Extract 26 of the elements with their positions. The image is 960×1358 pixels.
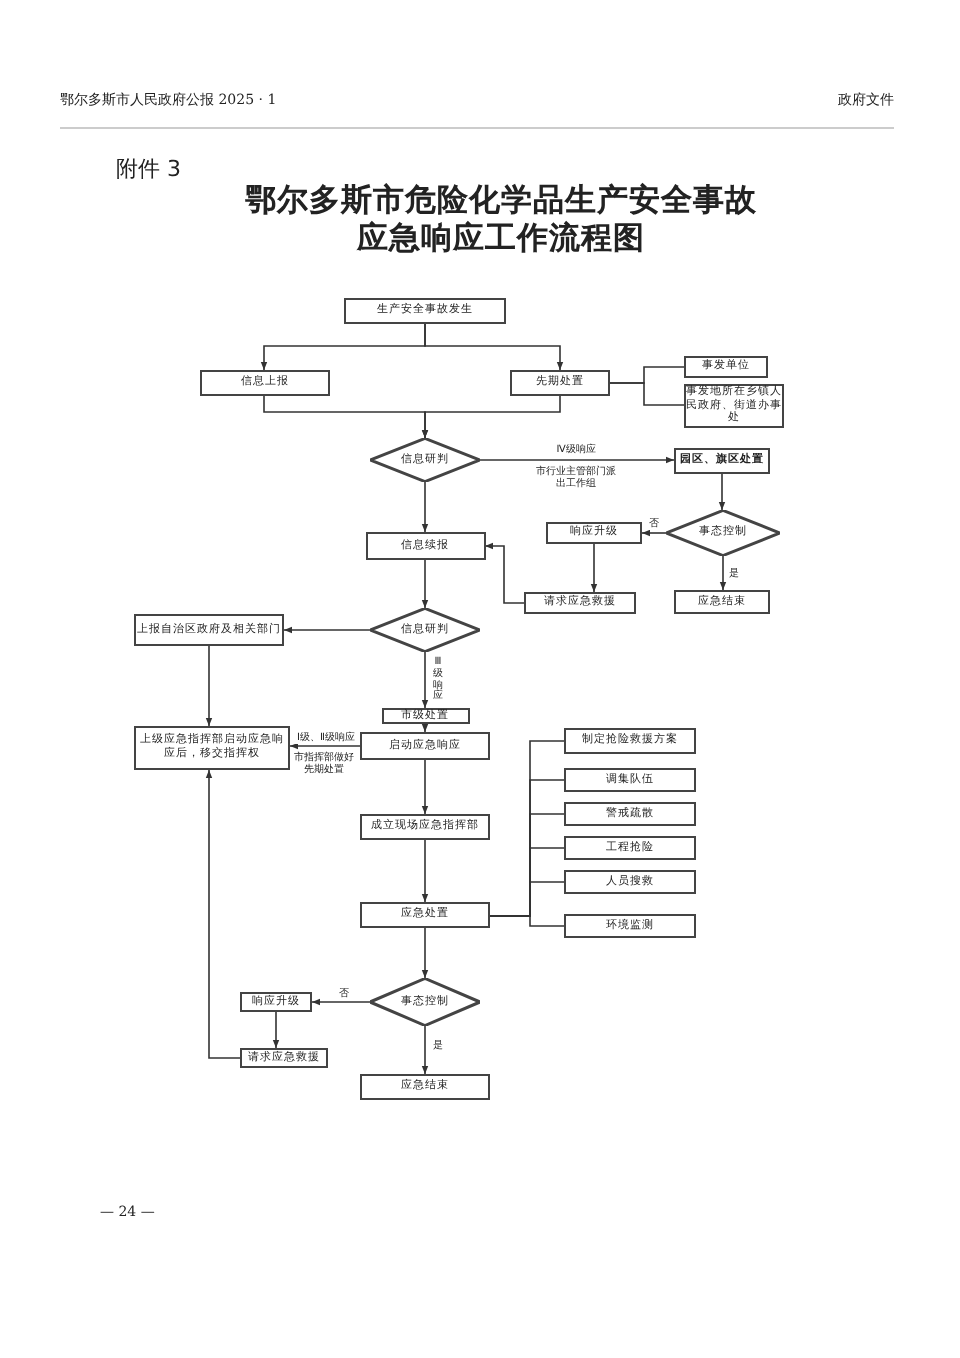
arrow <box>421 927 429 979</box>
arrow <box>641 529 667 537</box>
arrow <box>719 555 727 591</box>
arrow <box>421 559 429 609</box>
arrow <box>421 651 429 709</box>
arrow <box>421 839 429 903</box>
arrow <box>424 323 564 371</box>
arrow <box>718 473 726 511</box>
arrow <box>283 626 371 634</box>
arrow <box>289 742 361 750</box>
attachment-label: 附件 3 <box>116 156 183 183</box>
arrow <box>421 1025 429 1075</box>
arrow <box>421 395 561 439</box>
arrow <box>421 481 429 533</box>
arrow <box>272 1011 280 1049</box>
arrow <box>311 998 371 1006</box>
arrow <box>421 759 429 815</box>
connector-line <box>489 915 565 927</box>
arrow <box>205 769 241 1059</box>
arrow <box>421 723 429 733</box>
arrow <box>205 645 213 727</box>
arrow <box>484 542 525 604</box>
arrow <box>479 456 675 464</box>
title: 鄂尔多斯市危险化学品生产安全事故应急响应工作流程图 <box>243 180 759 258</box>
arrow <box>590 543 598 593</box>
connector-line <box>609 382 685 406</box>
